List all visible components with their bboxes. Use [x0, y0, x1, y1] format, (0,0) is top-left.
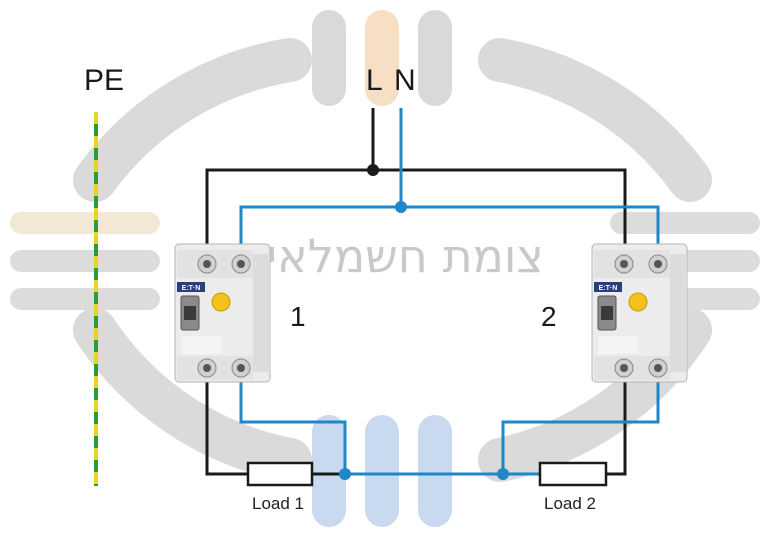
- line-junction-dot: [367, 164, 379, 176]
- line-breaker2-out-wire: [606, 378, 627, 476]
- watermark-arc-upper-right: [478, 38, 712, 202]
- load-2-resistor: [538, 461, 608, 487]
- neutral-junction-dot-top: [395, 201, 407, 213]
- neutral-breaker2-out-wire: [501, 378, 660, 474]
- neutral-junction-dot-left: [339, 468, 351, 480]
- line-wires: [205, 108, 627, 476]
- watermark-arc-upper-left: [73, 38, 312, 202]
- line-breaker1-out-wire: [205, 378, 248, 476]
- rcbo-breaker-2: E:T·N: [591, 243, 688, 383]
- neutral-bus-wire: [239, 205, 660, 252]
- breaker-2-number: 2: [541, 301, 557, 332]
- rcbo-breaker-1: E:T·N: [174, 243, 271, 383]
- watermark-text: צומת חשמלאים: [236, 229, 544, 283]
- watermark-pill-bottom-1: [312, 415, 346, 527]
- pe-label: PE: [84, 64, 124, 97]
- breaker-2-brand: E:T·N: [599, 285, 618, 292]
- load-1-label: Load 1: [252, 494, 304, 513]
- watermark-pill-top-1: [312, 10, 346, 106]
- neutral-wires: [239, 108, 660, 476]
- load-2-label: Load 2: [544, 494, 596, 513]
- watermark-pill-right-1: [610, 212, 760, 234]
- line-label: L: [366, 64, 383, 97]
- breaker-1-test-button: [211, 292, 231, 312]
- watermark-arc-lower-left: [73, 308, 312, 482]
- load-1-resistor: [246, 461, 314, 487]
- neutral-junction-dot-right: [497, 468, 509, 480]
- watermark-pill-left-3: [10, 288, 160, 310]
- breaker-1-number: 1: [290, 301, 306, 332]
- watermark-pill-bottom-3: [418, 415, 452, 527]
- watermark-pill-bottom-2: [365, 415, 399, 527]
- line-bus-wire: [205, 168, 627, 252]
- watermark-pill-left-1: [10, 212, 160, 234]
- breaker-1-brand: E:T·N: [182, 285, 201, 292]
- breaker-2-test-button: [628, 292, 648, 312]
- watermark-pill-top-2: [365, 10, 399, 106]
- neutral-breaker1-out-wire: [239, 378, 347, 474]
- watermark-pill-left-2: [10, 250, 160, 272]
- neutral-label: N: [394, 64, 416, 97]
- watermark-pill-top-3: [418, 10, 452, 106]
